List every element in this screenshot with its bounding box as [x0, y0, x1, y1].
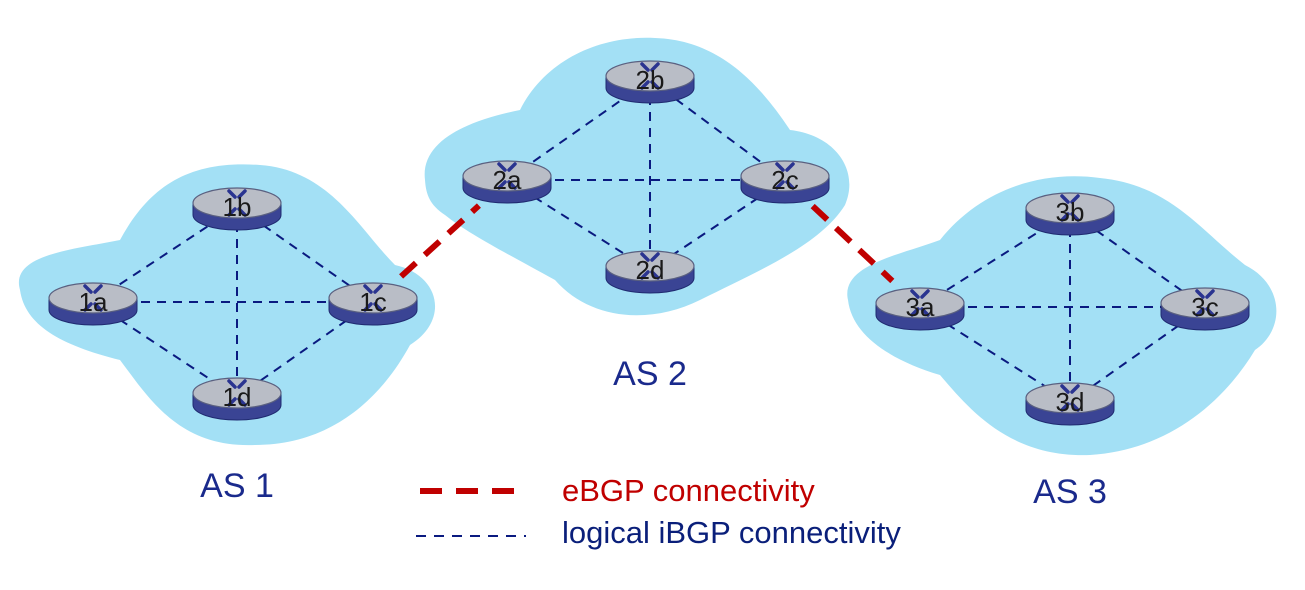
- router-1b: 1b: [192, 187, 282, 231]
- router-icon: [605, 250, 695, 294]
- ebgp-link-1c-2a: [399, 203, 481, 279]
- ibgp-link-1a-1d: [92, 301, 238, 398]
- router-3a: 3a: [875, 287, 965, 331]
- ibgp-link-1a-1b: [92, 206, 238, 303]
- ibgp-link-2b-2c: [649, 79, 786, 181]
- router-2c: 2c: [740, 160, 830, 204]
- ibgp-link-3b-3c: [1069, 211, 1206, 308]
- ibgp-link-3c-3d: [1069, 306, 1206, 403]
- router-icon: [462, 160, 552, 204]
- router-icon: [192, 187, 282, 231]
- router-2b: 2b: [605, 60, 695, 104]
- ibgp-link-1c-1d: [236, 301, 374, 398]
- as2-cloud: [424, 37, 850, 316]
- as3-cloud: [847, 176, 1277, 456]
- as1-label: AS 1: [200, 467, 274, 505]
- router-label: 3a: [906, 292, 935, 322]
- router-icon: [875, 287, 965, 331]
- router-3d: 3d: [1025, 382, 1115, 426]
- router-2a: 2a: [462, 160, 552, 204]
- router-icon: [740, 160, 830, 204]
- router-1d: 1d: [192, 377, 282, 421]
- ebgp-link-2c-3a: [810, 203, 895, 284]
- router-label: 2d: [636, 255, 665, 285]
- router-icon: [605, 60, 695, 104]
- router-label: 3c: [1191, 292, 1218, 322]
- router-icon: [192, 377, 282, 421]
- router-1c: 1c: [328, 282, 418, 326]
- router-label: 1d: [223, 382, 252, 412]
- as1-cloud: [18, 164, 436, 446]
- as-clouds: [18, 37, 1277, 456]
- router-icon: [1025, 382, 1115, 426]
- ibgp-link-2a-2d: [506, 179, 651, 271]
- router-3b: 3b: [1025, 192, 1115, 236]
- legend-ebgp-label: eBGP connectivity: [562, 473, 815, 508]
- as3-label: AS 3: [1033, 473, 1107, 511]
- router-1a: 1a: [48, 282, 138, 326]
- router-label: 2c: [771, 165, 798, 195]
- router-3c: 3c: [1160, 287, 1250, 331]
- router-label: 3d: [1056, 387, 1085, 417]
- router-2d: 2d: [605, 250, 695, 294]
- ibgp-link-1b-1c: [236, 206, 374, 303]
- as2-label: AS 2: [613, 355, 687, 393]
- router-label: 2b: [636, 65, 665, 95]
- router-label: 1a: [79, 287, 108, 317]
- router-label: 1b: [223, 192, 252, 222]
- router-icon: [328, 282, 418, 326]
- router-icon: [1025, 192, 1115, 236]
- router-icon: [48, 282, 138, 326]
- routers-layer: 1a 1b 1c 1d 2a 2b 2c 2d 3a 3b 3c 3d: [48, 60, 1250, 426]
- router-label: 1c: [359, 287, 386, 317]
- legend: eBGP connectivity logical iBGP connectiv…: [416, 473, 901, 550]
- router-icon: [1160, 287, 1250, 331]
- legend-ibgp-label: logical iBGP connectivity: [562, 515, 901, 550]
- router-label: 2a: [493, 165, 522, 195]
- router-label: 3b: [1056, 197, 1085, 227]
